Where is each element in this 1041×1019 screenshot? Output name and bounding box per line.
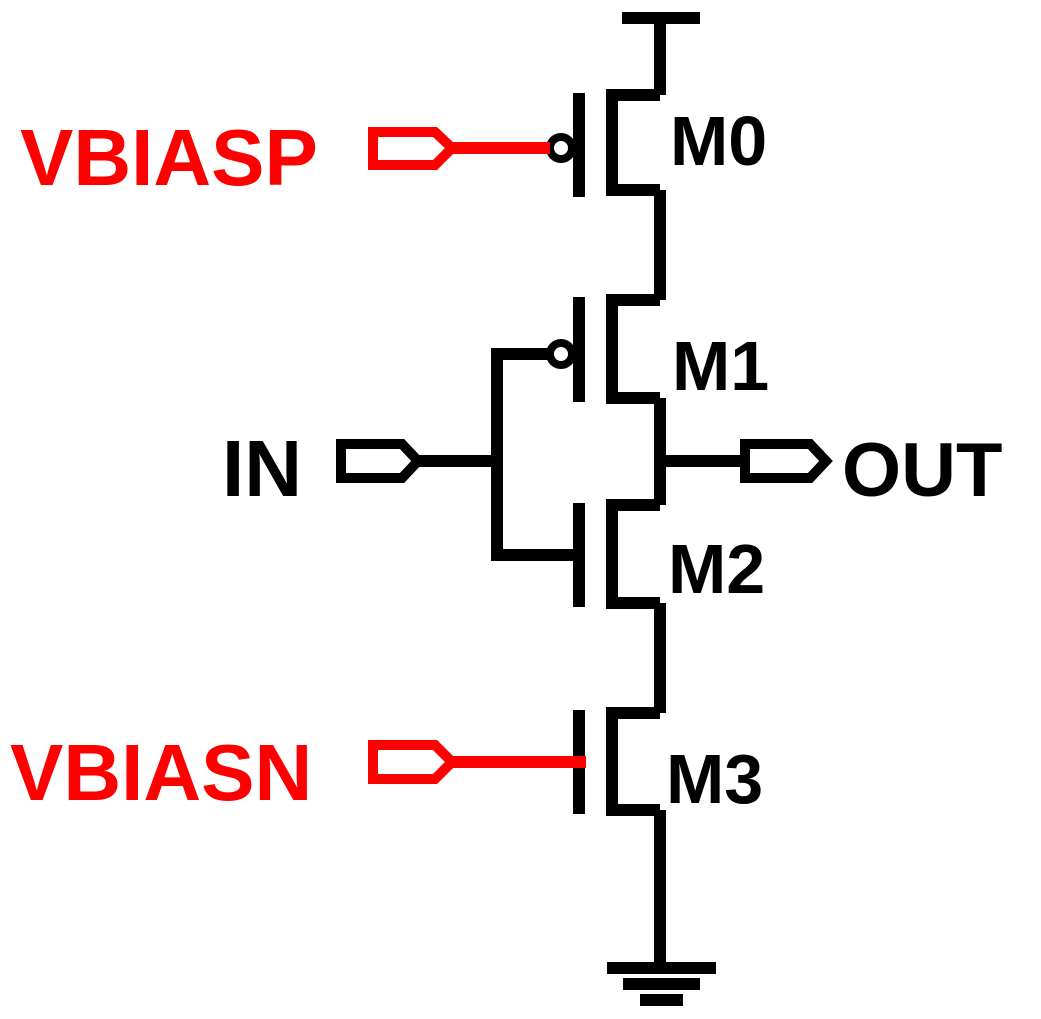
vdd-bar-icon — [622, 12, 700, 95]
transistor-label-m0: M0 — [670, 102, 767, 180]
ground-icon — [607, 962, 716, 1006]
port-label-vbiasp: VBIASP — [20, 113, 318, 202]
port-in — [336, 439, 425, 483]
transistor-label-m1: M1 — [672, 327, 769, 405]
transistor-m3 — [573, 707, 660, 816]
port-vbiasn — [368, 740, 586, 784]
port-out — [740, 439, 833, 483]
pmos-bubble-icon — [546, 133, 576, 163]
input-gate-wiring — [418, 348, 579, 561]
transistor-m0 — [546, 89, 660, 197]
port-label-vbiasn: VBIASN — [10, 728, 312, 817]
transistor-m1 — [546, 294, 660, 404]
port-vbiasp — [368, 127, 550, 170]
port-label-in: IN — [222, 424, 302, 513]
transistor-label-m3: M3 — [666, 740, 763, 818]
pmos-bubble-icon — [546, 339, 576, 369]
output-node — [654, 398, 745, 505]
port-label-out: OUT — [842, 428, 1002, 513]
transistor-label-m2: M2 — [668, 530, 765, 608]
transistor-m2 — [573, 499, 660, 609]
